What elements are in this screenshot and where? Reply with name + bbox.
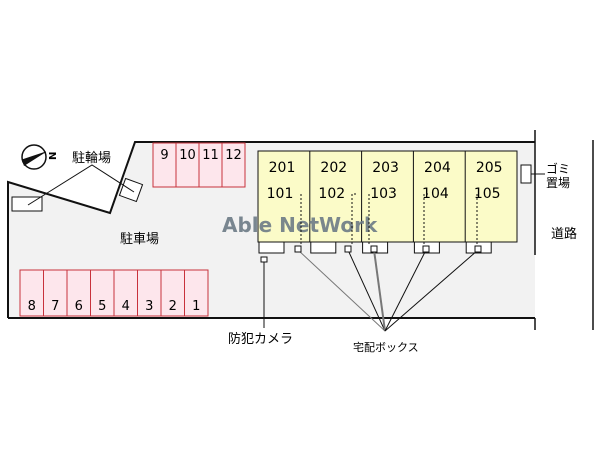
parking-number: 8 <box>28 299 36 314</box>
parking-number: 12 <box>225 148 242 163</box>
compass-icon: N <box>21 144 59 170</box>
delivery-box-leader <box>347 249 386 332</box>
unit-number-lower: 105 <box>474 186 501 202</box>
parking-number: 2 <box>169 299 177 314</box>
camera-label: 防犯カメラ <box>228 331 293 347</box>
unit-number-lower: 102 <box>318 186 345 202</box>
garbage-area <box>520 164 532 184</box>
unit-number-upper: 203 <box>372 160 399 176</box>
delivery-box-leader <box>297 249 386 332</box>
car-parking-label: 駐車場 <box>120 232 159 247</box>
parking-space <box>221 142 246 188</box>
delivery-box-dotted-line <box>423 193 428 246</box>
unit-number-upper: 201 <box>269 160 296 176</box>
unit-number-lower: 101 <box>267 186 294 202</box>
parking-number: 5 <box>98 299 106 314</box>
bicycle-leader-lines <box>27 164 135 206</box>
unit-entrance <box>310 241 337 254</box>
parking-space <box>184 269 209 317</box>
parking-number: 10 <box>179 148 196 163</box>
parking-number: 1 <box>192 299 200 314</box>
camera-icon <box>260 256 268 263</box>
unit-number-upper: 205 <box>476 160 503 176</box>
delivery-box-label: 宅配ボックス <box>353 340 419 354</box>
delivery-box-dotted-line <box>351 193 356 246</box>
delivery-box-leaders <box>294 193 482 332</box>
garbage-label: ゴミ <box>546 161 570 176</box>
bicycle-parking-label: 駐輪場 <box>72 150 111 166</box>
delivery-box-icon <box>370 245 378 253</box>
watermark: Able NetWork <box>222 213 378 237</box>
compass-label: N <box>48 152 59 160</box>
lot-boundary <box>7 141 535 318</box>
parking-number: 7 <box>51 299 59 314</box>
parking-number: 4 <box>122 299 130 314</box>
delivery-box-leader <box>384 249 427 332</box>
delivery-box-leader <box>373 249 386 332</box>
parking-number: 3 <box>145 299 153 314</box>
unit-number-lower: 104 <box>422 186 449 202</box>
delivery-box-icon <box>344 245 352 253</box>
unit-number-lower: 103 <box>370 186 397 202</box>
road-label: 道路 <box>551 226 577 242</box>
unit-entrance <box>258 241 285 254</box>
parking-number: 6 <box>75 299 83 314</box>
unit-number-upper: 204 <box>424 160 451 176</box>
delivery-box-icon <box>294 245 302 253</box>
parking-number: 11 <box>202 148 219 163</box>
parking-top-row: 9 10 11 12 <box>152 142 246 188</box>
delivery-box-leader <box>384 249 479 332</box>
parking-number: 9 <box>160 148 168 163</box>
delivery-box-icon <box>474 245 482 253</box>
delivery-box-icon <box>422 245 430 253</box>
unit-number-upper: 202 <box>320 160 347 176</box>
garbage-label: 置場 <box>546 176 570 190</box>
